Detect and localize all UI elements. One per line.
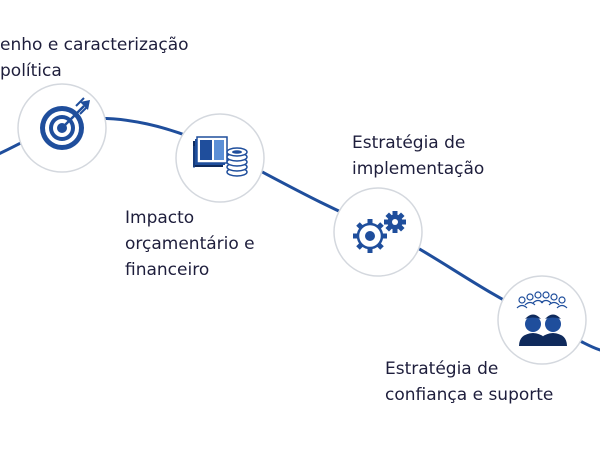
gears-icon: [353, 211, 406, 253]
step-2-node: [175, 113, 265, 203]
step-4-label: Estratégia de confiança e suporte: [385, 356, 553, 408]
step-4-node: [497, 275, 587, 365]
step-4-circle: [497, 275, 587, 365]
step-3-label: Estratégia de implementação: [352, 130, 484, 182]
step-2-label-line-3: financeiro: [125, 260, 210, 280]
step-2-label-line-1: Impacto: [125, 208, 195, 228]
money-coins-icon: [193, 136, 248, 177]
step-3-label-line-1: Estratégia de: [352, 133, 466, 153]
step-3-label-line-2: implementação: [352, 159, 485, 179]
target-icon: [40, 97, 90, 150]
step-1-label-line-2: política: [0, 61, 62, 81]
people-group-icon: [516, 291, 568, 346]
step-1-label: enho e caracterização política: [0, 32, 189, 84]
step-4-label-line-2: confiança e suporte: [385, 385, 554, 405]
step-4-label-line-1: Estratégia de: [385, 359, 499, 379]
step-1-label-line-1: enho e caracterização: [0, 35, 189, 55]
step-3-node: [333, 187, 423, 277]
step-2-label: Impacto orçamentário e financeiro: [125, 205, 255, 283]
step-1-node: [17, 83, 107, 173]
step-2-label-line-2: orçamentário e: [125, 234, 255, 254]
